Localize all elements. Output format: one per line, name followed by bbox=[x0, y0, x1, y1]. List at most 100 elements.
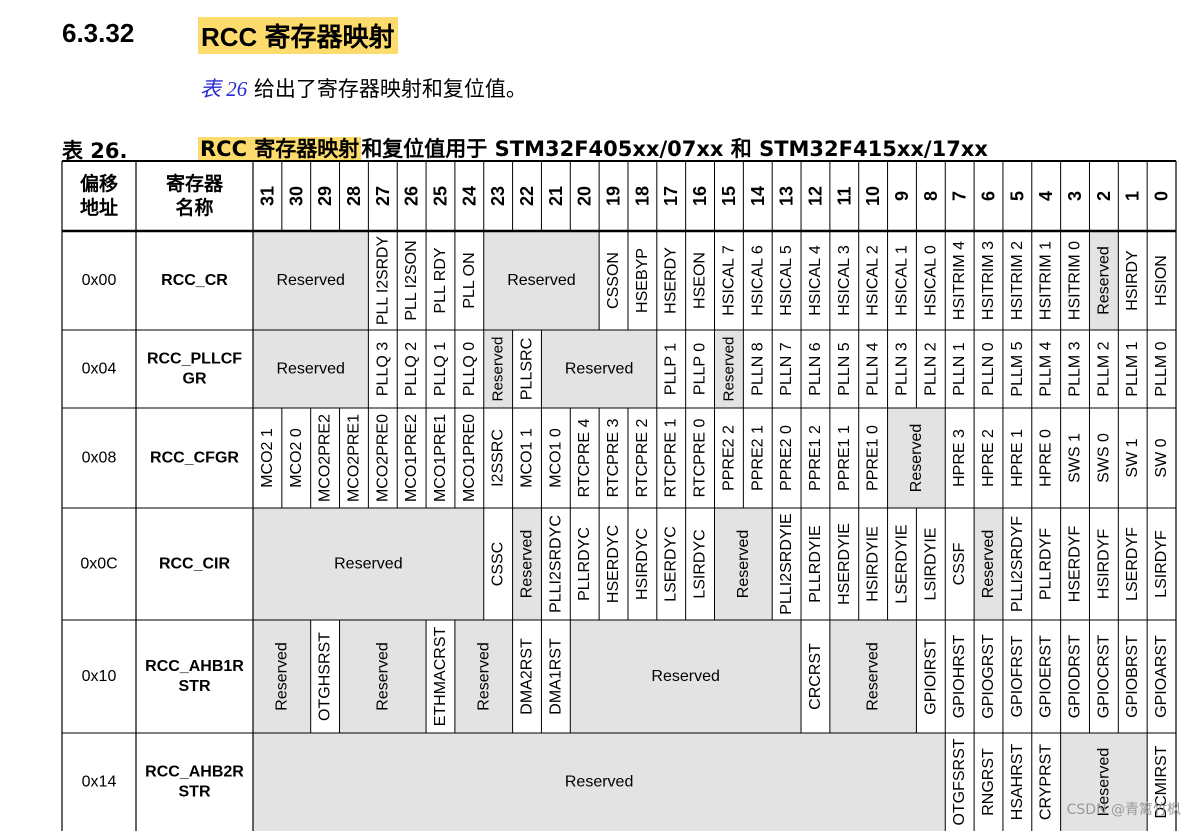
table-reference-link[interactable]: 表 26 bbox=[200, 77, 248, 101]
bit-field-label: GPIOERST bbox=[1038, 635, 1055, 718]
bit-field-label: MCO2 0 bbox=[288, 428, 305, 488]
bit-field-label: PLLP 1 bbox=[663, 343, 680, 395]
bit-field-label: HSICAL 3 bbox=[836, 245, 853, 316]
bit-field-label: HSICAL 1 bbox=[893, 245, 910, 316]
bit-field-label: CRYPRST bbox=[1038, 744, 1055, 820]
bit-field-label: PLLRDYF bbox=[1038, 528, 1055, 600]
bit-field-label: HSIRDYIE bbox=[865, 526, 882, 602]
bit-field-label: MCO1 1 bbox=[519, 428, 536, 488]
bit-field-label: LSERDYIE bbox=[893, 524, 910, 603]
bit-number-label: 23 bbox=[488, 186, 508, 206]
reserved-field-label: Reserved bbox=[980, 530, 997, 598]
reserved-cell-fill bbox=[570, 620, 802, 733]
bit-field-label: HSITRIM 0 bbox=[1067, 241, 1084, 320]
bit-field-label: HSICAL 6 bbox=[749, 245, 766, 316]
reserved-cell-fill bbox=[714, 330, 744, 408]
bit-field-label: HPRE 1 bbox=[1009, 429, 1026, 487]
bit-field-label: MCO1PRE1 bbox=[432, 414, 449, 502]
bit-number-label: 14 bbox=[748, 186, 768, 206]
bit-field-label: PLLQ 3 bbox=[374, 342, 391, 396]
bit-field-label: RNGRST bbox=[980, 748, 997, 816]
row-offset: 0x10 bbox=[82, 668, 117, 685]
bit-field-label: PLLN 3 bbox=[893, 342, 910, 395]
bit-field-label: LSIRDYC bbox=[692, 529, 709, 598]
bit-number-label: 4 bbox=[1036, 191, 1056, 201]
bit-field-label: PLLN 2 bbox=[922, 342, 939, 395]
bit-field-label: HSITRIM 2 bbox=[1009, 241, 1026, 320]
bit-number-label: 13 bbox=[777, 186, 797, 206]
bit-field-label: PLLI2SRDYC bbox=[547, 515, 564, 613]
bit-field-label: MCO2PRE2 bbox=[317, 414, 334, 502]
row-offset: 0x14 bbox=[82, 774, 117, 791]
bit-field-label: GPIOGRST bbox=[980, 634, 997, 719]
bit-field-label: MCO2PRE1 bbox=[345, 414, 362, 502]
bit-field-label: DMA2RST bbox=[519, 638, 536, 715]
reserved-field-label: Reserved bbox=[276, 272, 344, 289]
bit-field-label: HSICAL 5 bbox=[778, 245, 795, 316]
bit-field-label: DCMIRST bbox=[1153, 745, 1170, 818]
reserved-cell-fill bbox=[483, 231, 600, 330]
header-offset-label: 偏移 bbox=[80, 172, 118, 195]
bit-field-label: PLLN 1 bbox=[951, 342, 968, 395]
bit-number-label: 9 bbox=[892, 191, 912, 201]
bit-field-label: PPRE1 0 bbox=[865, 425, 882, 491]
bit-number-label: 22 bbox=[517, 186, 537, 206]
bit-number-label: 24 bbox=[459, 186, 479, 206]
reserved-cell-fill bbox=[1060, 733, 1148, 831]
bit-field-label: PLLM 5 bbox=[1009, 341, 1026, 396]
section-number: 6.3.32 bbox=[62, 18, 135, 48]
bit-number-label: 6 bbox=[979, 191, 999, 201]
reserved-cell-fill bbox=[887, 408, 946, 508]
bit-field-label: HSIRDYC bbox=[634, 528, 651, 600]
bit-field-label: CSSF bbox=[951, 542, 968, 585]
bit-field-label: PLLM 0 bbox=[1153, 341, 1170, 396]
bit-number-label: 0 bbox=[1152, 191, 1172, 201]
bit-field-label: PLLQ 1 bbox=[432, 342, 449, 396]
bit-number-label: 5 bbox=[1007, 191, 1027, 201]
bit-field-label: PLLP 0 bbox=[692, 343, 709, 395]
bit-field-label: PLLI2SRDYIE bbox=[778, 513, 795, 614]
bit-field-label: HSIRDY bbox=[1124, 250, 1141, 311]
bit-field-label: RTCPRE 1 bbox=[663, 418, 680, 497]
bit-field-label: MCO1PRE0 bbox=[461, 414, 478, 502]
bit-field-label: PLLSRC bbox=[519, 338, 536, 400]
reserved-cell-fill bbox=[714, 508, 773, 620]
bit-field-label: OTGHSRST bbox=[317, 632, 334, 721]
bit-field-label: GPIOCRST bbox=[1095, 634, 1112, 718]
reserved-cell-fill bbox=[253, 231, 369, 330]
bit-number-label: 19 bbox=[604, 186, 624, 206]
bit-number-label: 11 bbox=[834, 186, 854, 205]
reserved-field-label: Reserved bbox=[475, 642, 492, 710]
bit-field-label: HPRE 0 bbox=[1038, 429, 1055, 487]
bit-number-label: 8 bbox=[921, 191, 941, 201]
bit-field-label: GPIOHRST bbox=[951, 634, 968, 718]
bit-field-label: PLLN 7 bbox=[778, 342, 795, 395]
reserved-cell-fill bbox=[483, 330, 513, 408]
reserved-field-label: Reserved bbox=[565, 774, 633, 791]
bit-field-label: PLLM 3 bbox=[1067, 341, 1084, 396]
row-offset: 0x0C bbox=[80, 556, 117, 573]
bit-field-label: GPIOFRST bbox=[1009, 635, 1026, 717]
bit-field-label: RTCPRE 4 bbox=[576, 418, 593, 497]
bit-field-label: DMA1RST bbox=[547, 638, 564, 715]
reserved-field-label: Reserved bbox=[334, 556, 402, 573]
bit-field-label: PLLN 5 bbox=[836, 342, 853, 395]
bit-field-label: PLL ON bbox=[461, 252, 478, 308]
reserved-field-label: Reserved bbox=[865, 642, 882, 710]
reserved-cell-fill bbox=[253, 508, 484, 620]
bit-field-label: LSIRDYF bbox=[1153, 530, 1170, 598]
intro-paragraph: 表 26 给出了寄存器映射和复位值。 bbox=[200, 73, 527, 103]
bit-field-label: PLLQ 2 bbox=[403, 342, 420, 396]
bit-field-label: MCO1 0 bbox=[547, 428, 564, 488]
row-register-name: RCC_AHB2R bbox=[145, 764, 244, 781]
bit-field-label: PLLQ 0 bbox=[461, 342, 478, 396]
header-name-label: 寄存器 bbox=[166, 172, 224, 195]
reserved-field-label: Reserved bbox=[651, 668, 719, 685]
bit-field-label: HSICAL 7 bbox=[720, 245, 737, 316]
bit-field-label: SWS 1 bbox=[1067, 433, 1084, 483]
bit-field-label: MCO2 1 bbox=[259, 428, 276, 488]
reserved-field-label: Reserved bbox=[374, 642, 391, 710]
bit-field-label: HSERDYF bbox=[1067, 526, 1084, 603]
bit-field-label: LSERDYF bbox=[1124, 527, 1141, 601]
bit-field-label: LSIRDYIE bbox=[922, 528, 939, 601]
